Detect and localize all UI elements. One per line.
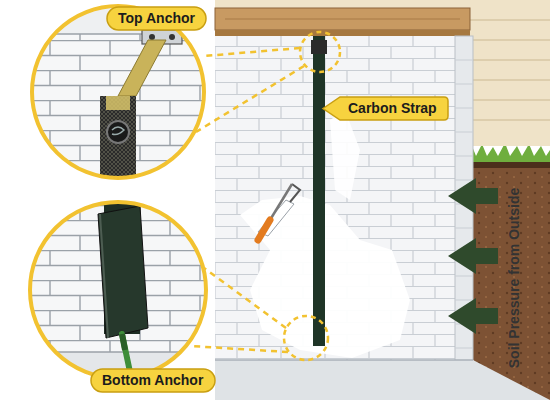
top-focus-circle — [300, 32, 340, 72]
label-outline — [107, 7, 206, 30]
drawing-path — [204, 268, 286, 328]
carbon-strap — [313, 36, 325, 346]
drawing-rect — [215, 8, 470, 30]
soil — [466, 143, 550, 400]
drawing-circle — [169, 34, 175, 40]
bottom-focus-circle — [284, 316, 328, 360]
drawing-rect — [470, 0, 550, 146]
drawing-path — [215, 360, 550, 400]
callout-label: Bottom Anchor — [90, 368, 216, 393]
drawing-path — [448, 238, 498, 274]
zoom-leaders — [190, 48, 304, 352]
paint-stroke — [330, 110, 360, 200]
drawing-g — [20, 190, 220, 400]
drawing-path — [448, 178, 498, 214]
drawing-path — [122, 334, 130, 372]
drawing-path — [196, 66, 304, 132]
block-wall — [215, 36, 455, 362]
label-text: Bottom Anchor — [102, 372, 216, 389]
pressure-arrows — [448, 178, 498, 334]
floor — [215, 360, 550, 400]
side-label: Soil Pressure from Outside — [506, 188, 522, 369]
drawing-path — [118, 40, 166, 96]
callout-label: Top Anchor — [106, 6, 207, 31]
drawing-path — [270, 184, 292, 220]
callout-label: Carbon Strap — [322, 96, 449, 121]
drawing-path — [20, 352, 220, 400]
drawing-rect — [100, 110, 136, 206]
drawing-circle — [149, 34, 155, 40]
paint-roller — [258, 184, 300, 240]
drawing-path — [448, 298, 498, 334]
drawing-path — [20, 6, 220, 34]
drawing-path — [215, 359, 473, 361]
drawing-path — [122, 334, 125, 350]
bottom-anchor-detail — [20, 190, 220, 400]
drawing-circle — [32, 6, 204, 178]
drawing-path — [100, 214, 108, 338]
drawing-circle — [107, 121, 129, 143]
drawing-path — [470, 20, 550, 120]
drawing-path — [225, 19, 460, 20]
drawing-rect — [100, 96, 136, 206]
drawing-path — [190, 346, 288, 352]
label-text: Top Anchor — [118, 10, 207, 27]
drawing-path — [98, 206, 148, 338]
label-outline — [91, 369, 215, 392]
drawing-g — [20, 0, 220, 206]
top-anchor-small — [311, 40, 327, 54]
drawing-circle — [30, 202, 206, 378]
drawing-path — [112, 127, 124, 135]
drawing-path — [204, 48, 300, 56]
drawing-path — [258, 220, 270, 240]
drawing-rect — [215, 30, 470, 36]
top-anchor-detail — [20, 0, 220, 206]
label-outline — [323, 97, 448, 120]
label-text: Carbon Strap — [348, 100, 449, 117]
